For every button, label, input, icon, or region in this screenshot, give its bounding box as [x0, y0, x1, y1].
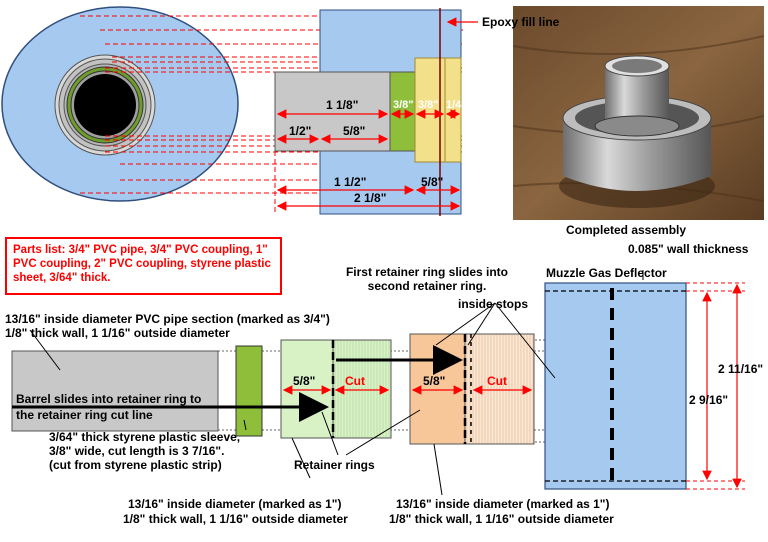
- coupling1-label-2: 1/8" thick wall, 1 1/16" outside diamete…: [123, 512, 348, 526]
- dim-1-2-label: 1/2": [289, 124, 312, 138]
- coupling2-label-2: 1/8" thick wall, 1 1/16" outside diamete…: [389, 512, 614, 526]
- dim-1-4-label: 1/4": [446, 99, 467, 111]
- r2-cut-label: Cut: [487, 374, 507, 388]
- barrel-label-2: the retainer ring cut line: [16, 408, 153, 422]
- dim-2-11-16-label: 2 11/16": [718, 362, 764, 376]
- pipe-section-label-1: 13/16" inside diameter PVC pipe section …: [5, 312, 330, 326]
- dim-3-8b-label: 3/8": [418, 99, 439, 111]
- coupling1-label-1: 13/16" inside diameter (marked as 1"): [128, 497, 342, 511]
- wall-thickness-label: 0.085" wall thickness: [628, 242, 749, 256]
- first-retainer-label: First retainer ring slides into second r…: [345, 265, 509, 293]
- end-view: [1, 6, 239, 202]
- dim-1-1-2-label: 1 1/2": [334, 175, 367, 189]
- sleeve-label-3: (cut from styrene plastic strip): [49, 458, 222, 472]
- barrel-label-1: Barrel slides into retainer ring to: [16, 392, 202, 406]
- styrene-sleeve: [235, 345, 263, 437]
- r1-5-8-label: 5/8": [293, 374, 316, 388]
- inside-stops-label: inside stops: [458, 297, 529, 311]
- dim-1-1-8-label: 1 1/8": [326, 98, 359, 112]
- dim-2-1-8-label: 2 1/8": [354, 191, 387, 205]
- r1-cut-label: Cut: [345, 374, 365, 388]
- epoxy-fill-label: Epoxy fill line: [482, 15, 560, 29]
- dim-5-8a-label: 5/8": [343, 124, 366, 138]
- dim-3-8a-label: 3/8": [393, 99, 414, 111]
- r2-5-8-label: 5/8": [423, 374, 446, 388]
- coupling2-label-1: 13/16" inside diameter (marked as 1"): [396, 497, 610, 511]
- photo-caption: Completed assembly: [566, 223, 687, 237]
- retainer-rings-label: Retainer rings: [294, 458, 375, 472]
- sleeve-label-1: 3/64" thick styrene plastic sleeve,: [49, 430, 241, 444]
- sleeve-label-2: 3/8" wide, cut length is 3 7/16".: [49, 444, 225, 458]
- dim-2-9-16-label: 2 9/16": [689, 393, 729, 407]
- barrel-pipe: [11, 350, 219, 432]
- pipe-section-label-2: 1/8" thick wall, 1 1/16" outside diamete…: [5, 326, 230, 340]
- parts-list: Parts list: 3/4" PVC pipe, 3/4" PVC coup…: [5, 237, 282, 295]
- assembly-photo: [513, 6, 764, 220]
- muzzle-deflector: [544, 282, 687, 490]
- dim-5-8b-label: 5/8": [421, 175, 444, 189]
- muzzle-label: Muzzle Gas Deflector: [546, 266, 667, 280]
